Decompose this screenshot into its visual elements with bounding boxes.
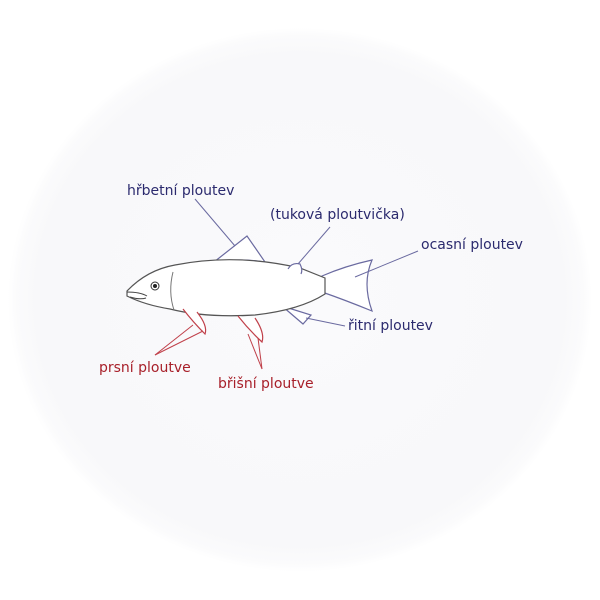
label-caudal-fin: ocasní ploutev (421, 237, 523, 253)
leader-adipose-fin (297, 226, 331, 265)
leader-dorsal-fin (194, 198, 236, 247)
caudal-fin (321, 259, 374, 313)
pelvic-fin (237, 315, 264, 344)
gill-line (170, 271, 175, 311)
anal-fin (281, 305, 313, 325)
dorsal-fin (211, 235, 267, 263)
leader-caudal-fin (354, 250, 419, 278)
adipose-fin (287, 262, 303, 275)
fish-body (126, 259, 326, 317)
label-dorsal-fin: hřbetní ploutev (127, 183, 235, 199)
eye-pupil (153, 284, 157, 288)
label-anal-fin: řitní ploutev (348, 318, 433, 334)
mouth (126, 291, 148, 300)
leader-pelvic-fin-1 (247, 333, 263, 370)
leader-pectoral-fin-1 (154, 324, 194, 356)
label-adipose-fin: (tuková ploutvička) (270, 207, 405, 223)
pectoral-fin (182, 308, 207, 336)
label-pelvic-fins: břišní ploutve (218, 376, 314, 392)
leader-pelvic-fin-2 (257, 337, 263, 370)
leader-anal-fin (305, 317, 346, 327)
leader-pectoral-fin-2 (154, 330, 204, 356)
label-pectoral-fins: prsní ploutve (99, 360, 191, 376)
